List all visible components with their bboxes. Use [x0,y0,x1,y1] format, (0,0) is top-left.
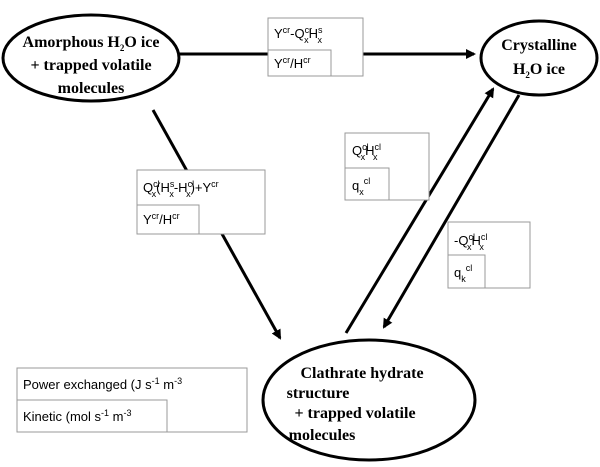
svg-text:molecules: molecules [58,80,125,97]
svg-text:structure: structure [287,385,350,402]
svg-text:Crystalline: Crystalline [501,37,577,54]
legend-kinetic-label: Kinetic (mol s-1 m-3 [23,408,132,424]
svg-text:Amorphous H2O ice: Amorphous H2O ice [23,34,160,53]
kinetic-expression: qxcl [352,176,370,197]
kinetic-expression: qkcl [454,263,472,284]
svg-text:molecules: molecules [289,427,356,444]
node-clathrate-hydrate: Clathrate hydrate structure + trapped vo… [261,338,477,462]
node-amorphous-ice: Amorphous H2O ice + trapped volatile mol… [1,13,181,103]
svg-text:H2O ice: H2O ice [513,61,565,80]
svg-text:Clathrate hydrate: Clathrate hydrate [300,365,423,382]
svg-text:+ trapped volatile: + trapped volatile [294,405,415,422]
legend-power-label: Power exchanged (J s-1 m-3 [23,376,182,392]
kinetic-expression: Ycr/Hcr [143,211,180,227]
arrow-crystalline-to-clathrate [382,94,521,329]
legend: Power exchanged (J s-1 m-3 Kinetic (mol … [16,367,248,433]
kinetic-expression: Ycr/Hcr [274,55,311,71]
arrow-clathrate-to-crystalline [344,87,495,334]
node-crystalline-ice: Crystalline H2O ice [479,19,599,97]
svg-text:+ trapped volatile: + trapped volatile [30,57,151,74]
